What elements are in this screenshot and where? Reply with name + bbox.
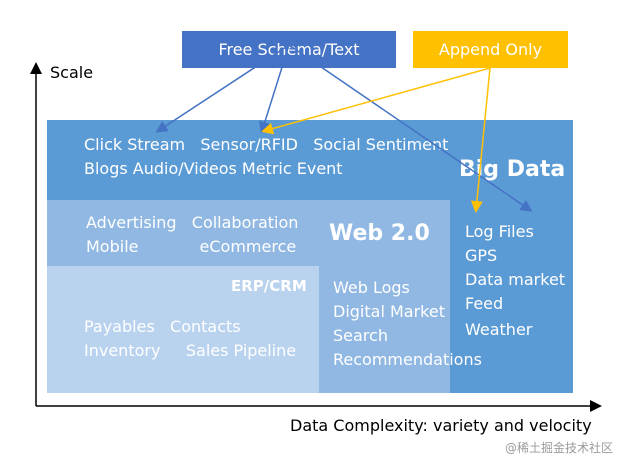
big-data-line-1: Click Stream Sensor/RFID Social Sentimen… (84, 135, 449, 154)
web20-line-2: Mobile eCommerce (86, 237, 297, 256)
erp-region (47, 266, 319, 393)
free-schema-arrow (155, 44, 290, 133)
free-schema-arrow (258, 44, 290, 134)
append-only-label-box: Append Only (413, 31, 568, 68)
watermark: @稀土掘金技术社区 (505, 441, 614, 455)
big-data-item: GPS (465, 246, 498, 265)
free-schema-label-box: Free Schema/Text (182, 31, 396, 68)
web20-title: Web 2.0 (329, 221, 430, 246)
erp-line-2: Inventory Sales Pipeline (84, 341, 297, 360)
big-data-item: Data market (465, 270, 566, 289)
append-only-arrow (470, 67, 491, 213)
big-data-item: Log Files (465, 222, 534, 241)
big-data-title: Big Data (459, 157, 566, 182)
web20-item: Digital Market (333, 302, 445, 321)
free-schema-label: Free Schema/Text (218, 40, 360, 59)
append-only-arrow (261, 67, 491, 135)
web20-line-1: Advertising Collaboration (86, 213, 299, 232)
web20-item: Recommendations (333, 350, 482, 369)
free-schema-arrow (288, 44, 533, 212)
y-axis-label: Scale (50, 63, 94, 82)
big-data-item: Weather (465, 320, 533, 339)
append-only-label: Append Only (438, 40, 543, 59)
big-data-line-2: Blogs Audio/Videos Metric Event (84, 159, 343, 178)
erp-line-1: Payables Contacts (84, 317, 241, 336)
web20-item: Web Logs (333, 278, 410, 297)
big-data-item: Feed (465, 294, 504, 313)
x-axis-label: Data Complexity: variety and velocity (290, 416, 592, 435)
web20-item: Search (333, 326, 388, 345)
erp-title: ERP/CRM (231, 277, 307, 295)
